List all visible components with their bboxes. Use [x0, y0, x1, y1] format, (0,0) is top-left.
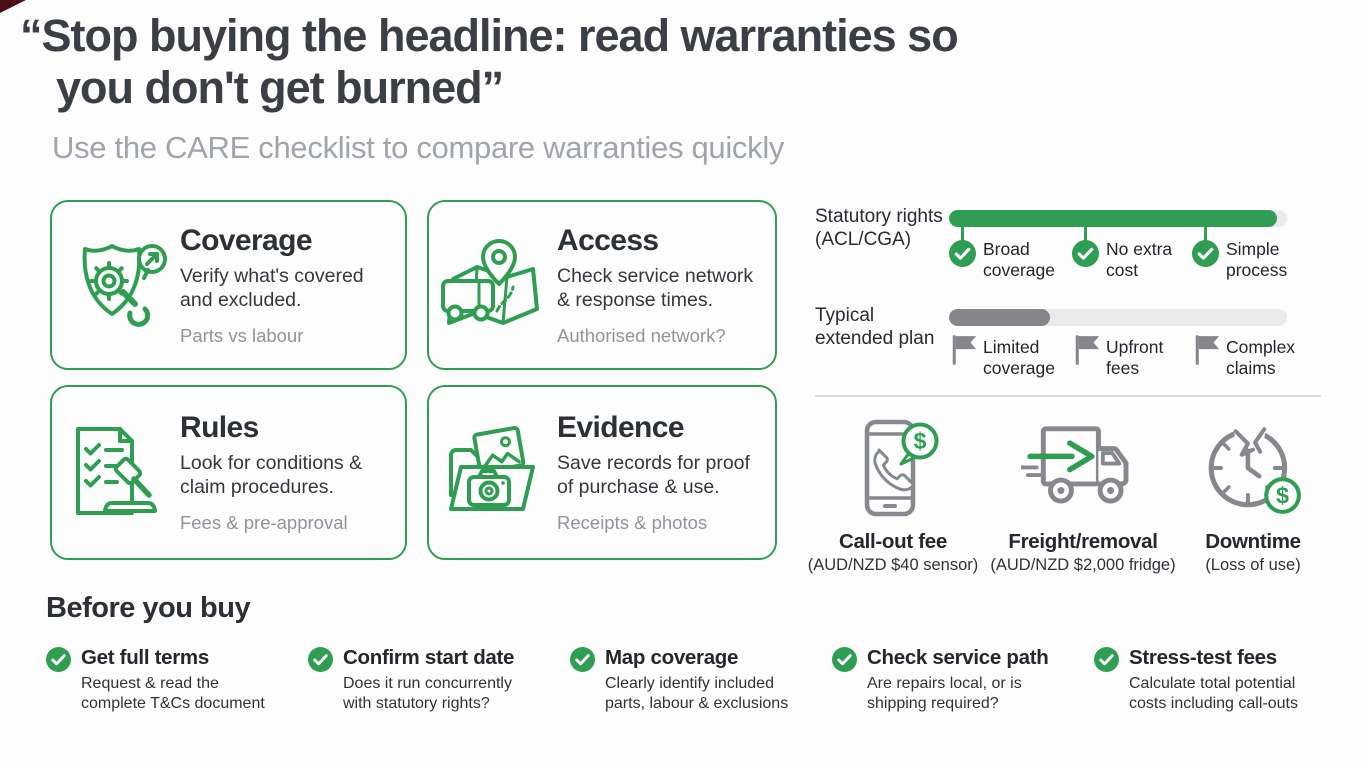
card-note: Parts vs labour	[180, 324, 304, 346]
cost-subtitle: (Loss of use)	[1205, 556, 1301, 574]
cost-subtitle: (AUD/NZD $2,000 fridge)	[990, 556, 1176, 574]
card-description: Check service network & response times.	[557, 264, 754, 311]
buy-item-title: Confirm start date	[343, 646, 515, 669]
buy-item-check-service-path: Check service path Are repairs local, or…	[832, 646, 1094, 713]
check-circle-icon	[46, 647, 71, 672]
truck-arrow-icon	[983, 412, 1183, 524]
map-van-icon	[429, 237, 557, 333]
card-note: Fees & pre-approval	[180, 512, 348, 533]
buy-item-title: Check service path	[867, 646, 1049, 669]
buy-item-description: Request & read the complete T&Cs documen…	[81, 675, 265, 712]
bar-stem	[961, 226, 964, 241]
card-evidence: Evidence Save records for proof of purch…	[427, 385, 777, 560]
extended-plan-bar	[949, 309, 1287, 326]
section-divider	[815, 395, 1321, 397]
card-note: Authorised network?	[557, 324, 726, 346]
svg-text:$: $	[914, 428, 927, 454]
page-subtitle: Use the CARE checklist to compare warran…	[52, 130, 785, 165]
card-description: Save records for proof of purchase & use…	[557, 452, 750, 498]
buy-item-stress-test-fees: Stress-test fees Calculate total potenti…	[1094, 646, 1324, 713]
cost-title: Downtime	[1205, 530, 1301, 553]
flag-icon	[951, 334, 977, 366]
check-circle-icon	[1072, 240, 1099, 267]
extended-point: Upfront fees	[1106, 337, 1164, 378]
buy-item-get-full-terms: Get full terms Request & read the comple…	[46, 646, 308, 713]
cost-downtime: $ Downtime (Loss of use)	[1153, 412, 1353, 575]
broken-clock-dollar-icon: $	[1153, 412, 1353, 524]
buy-item-title: Stress-test fees	[1129, 646, 1277, 669]
bar-stem	[1204, 226, 1207, 241]
extended-plan-label: Typical extended plan	[815, 305, 935, 349]
card-description: Look for conditions & claim procedures.	[180, 452, 363, 498]
card-access: Access Check service network & response …	[427, 200, 777, 370]
statutory-point: Simple process	[1226, 239, 1288, 280]
statutory-point: Broad coverage	[983, 239, 1055, 280]
checklist-gavel-icon	[52, 425, 180, 521]
shield-gear-icon	[52, 237, 180, 333]
extended-bar-fill	[949, 309, 1051, 326]
buy-item-description: Are repairs local, or is shipping requir…	[867, 675, 1022, 712]
card-rules: Rules Look for conditions & claim proced…	[50, 385, 407, 560]
before-you-buy-list: Get full terms Request & read the comple…	[46, 646, 1324, 713]
cost-subtitle: (AUD/NZD $40 sensor)	[807, 556, 979, 574]
buy-item-description: Calculate total potential costs includin…	[1129, 675, 1298, 712]
buy-item-map-coverage: Map coverage Clearly identify included p…	[570, 646, 832, 713]
buy-item-title: Get full terms	[81, 646, 209, 669]
check-circle-icon	[308, 647, 333, 672]
extended-point: Complex claims	[1226, 337, 1296, 378]
check-circle-icon	[570, 647, 595, 672]
card-coverage: Coverage Verify what's covered and exclu…	[50, 200, 407, 370]
check-circle-icon	[832, 647, 857, 672]
flag-icon	[1194, 334, 1220, 366]
buy-item-description: Does it run concurrently with statutory …	[343, 675, 512, 712]
before-you-buy-heading: Before you buy	[46, 592, 251, 624]
statutory-rights-bar	[949, 210, 1287, 227]
card-note: Receipts & photos	[557, 512, 708, 533]
card-title: Rules	[180, 411, 259, 444]
check-circle-icon	[949, 240, 976, 267]
card-description: Verify what's covered and excluded.	[180, 264, 364, 311]
page-title: “Stop buying the headline: read warranti…	[20, 10, 959, 114]
headline-line2: you don't get burned”	[56, 62, 504, 113]
check-circle-icon	[1094, 647, 1119, 672]
check-circle-icon	[1192, 240, 1219, 267]
care-cards: Coverage Verify what's covered and exclu…	[50, 200, 777, 560]
cost-freight: Freight/removal (AUD/NZD $2,000 fridge)	[983, 412, 1183, 575]
folder-camera-icon	[429, 425, 557, 521]
flag-icon	[1074, 334, 1100, 366]
card-title: Access	[557, 223, 659, 257]
statutory-bar-fill	[949, 210, 1277, 227]
headline-line1: “Stop buying the headline: read warranti…	[20, 10, 959, 61]
card-title: Coverage	[180, 223, 313, 257]
phone-dollar-icon: $	[793, 412, 993, 524]
card-title: Evidence	[557, 411, 685, 444]
bar-stem	[1084, 226, 1087, 241]
statutory-rights-label: Statutory rights (ACL/CGA)	[815, 206, 943, 250]
extended-point: Limited coverage	[983, 337, 1055, 378]
svg-text:$: $	[1276, 483, 1289, 509]
cost-title: Call-out fee	[838, 530, 948, 553]
buy-item-description: Clearly identify included parts, labour …	[605, 675, 789, 712]
buy-item-title: Map coverage	[605, 646, 739, 669]
cost-title: Freight/removal	[1008, 530, 1158, 553]
cost-callout: $ Call-out fee (AUD/NZD $40 sensor)	[793, 412, 993, 575]
statutory-point: No extra cost	[1106, 239, 1173, 280]
buy-item-confirm-start-date: Confirm start date Does it run concurren…	[308, 646, 570, 713]
